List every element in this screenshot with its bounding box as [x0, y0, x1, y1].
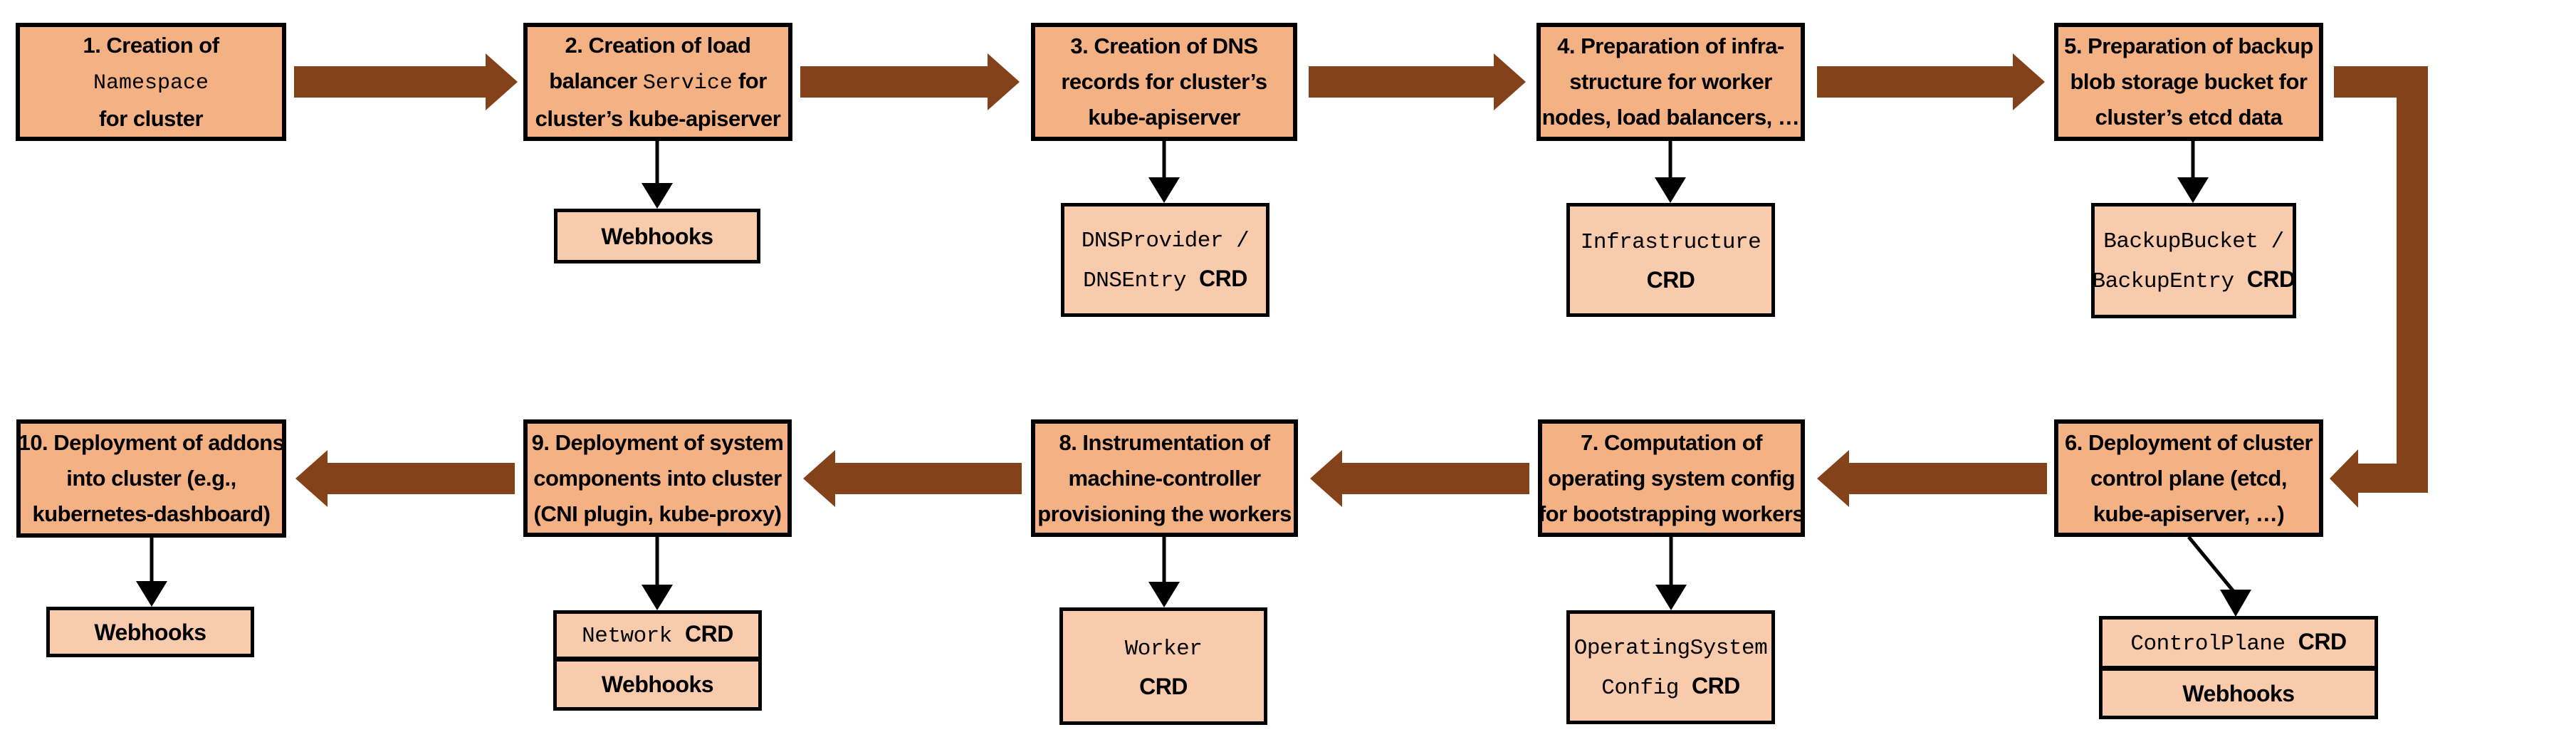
step-4-box: 4. Preparation of infra- structure for w…	[1536, 23, 1805, 141]
step-8-line-3: provisioning the workers	[1037, 501, 1292, 526]
flow-arrow-step8-to-step9	[803, 450, 1022, 507]
step-5-crd-box: BackupBucket / BackupEntry CRD	[2091, 203, 2296, 318]
connector-step7-to-crd	[1655, 536, 1687, 610]
step-3-line-1: 3. Creation of DNS	[1070, 33, 1258, 58]
step-9-line-1: 9. Deployment of system	[531, 429, 784, 455]
connector-step4-to-crd	[1655, 141, 1686, 203]
step-3-crd-box: DNSProvider / DNSEntry CRD	[1061, 203, 1269, 317]
crd-line-1: OperatingSystem	[1574, 636, 1768, 661]
step-4-crd-box: Infrastructure CRD	[1566, 203, 1775, 317]
crd-line-1: Infrastructure	[1580, 230, 1761, 255]
step-1-line-1: 1. Creation of	[83, 32, 219, 58]
step-6-line-3: kube-apiserver, …)	[2093, 501, 2285, 526]
step-1-line-3: for cluster	[98, 105, 204, 131]
crd-line-1: BackupBucket /	[2103, 229, 2284, 254]
step-10-line-2: into cluster (e.g.,	[66, 466, 236, 491]
flow-arrow-step2-to-step3	[800, 53, 1020, 110]
webhooks-label: Webhooks	[601, 223, 713, 249]
step-1-line-2: Namespace	[93, 70, 209, 95]
webhooks-label: Webhooks	[94, 619, 206, 645]
step-6-line-2: control plane (etcd,	[2090, 465, 2287, 491]
webhooks-label: Webhooks	[601, 672, 714, 697]
step-3-line-3: kube-apiserver	[1088, 105, 1240, 130]
step-2-line-3: cluster’s kube-apiserver	[535, 105, 781, 131]
step-3-box: 3. Creation of DNS records for cluster’s…	[1031, 23, 1297, 141]
flow-arrow-step3-to-step4	[1309, 53, 1526, 110]
step-9-webhooks-box: Webhooks	[553, 658, 762, 711]
step-9-crd-box: Network CRD	[553, 610, 762, 660]
step-10-webhooks-box: Webhooks	[46, 607, 254, 657]
crd-line-2: Config CRD	[1601, 673, 1740, 701]
crd-line-2: CRD	[1139, 673, 1188, 699]
crd-line-2: DNSEntry CRD	[1083, 266, 1247, 293]
crd-line-1: ControlPlane CRD	[2130, 628, 2347, 657]
step-5-line-3: cluster’s etcd data	[2095, 105, 2283, 130]
crd-line-1: Network CRD	[582, 621, 733, 649]
step-6-box: 6. Deployment of cluster control plane (…	[2054, 419, 2323, 537]
flow-arrow-step6-to-step7	[1817, 450, 2047, 507]
step-2-webhooks-box: Webhooks	[554, 209, 760, 263]
step-6-webhooks-box: Webhooks	[2099, 667, 2378, 719]
step-9-line-3: (CNI plugin, kube-proxy)	[533, 501, 782, 526]
connector-step8-to-crd	[1148, 536, 1180, 607]
step-5-line-1: 5. Preparation of backup	[2064, 33, 2313, 58]
step-8-line-1: 8. Instrumentation of	[1059, 429, 1270, 455]
connector-step10-to-webhooks	[136, 538, 167, 607]
step-2-box: 2. Creation of load balancer Service for…	[523, 23, 792, 141]
flow-arrow-step4-to-step5	[1817, 53, 2045, 110]
step-7-line-3: for bootstrapping workers	[1538, 501, 1805, 526]
step-10-line-1: 10. Deployment of addons	[18, 430, 285, 455]
step-3-line-2: records for cluster’s	[1061, 69, 1267, 94]
step-7-line-1: 7. Computation of	[1581, 429, 1762, 455]
step-6-line-1: 6. Deployment of cluster	[2064, 429, 2313, 455]
step-7-line-2: operating system config	[1548, 465, 1795, 491]
step-7-crd-box: OperatingSystem Config CRD	[1566, 610, 1775, 724]
step-7-box: 7. Computation of operating system confi…	[1538, 419, 1805, 537]
flow-arrow-step7-to-step8	[1310, 450, 1529, 507]
connector-step2-to-webhooks	[642, 141, 673, 209]
step-10-line-3: kubernetes-dashboard)	[32, 501, 271, 526]
step-2-line-1: 2. Creation of load	[565, 32, 751, 58]
step-9-line-2: components into cluster	[533, 465, 782, 491]
step-8-box: 8. Instrumentation of machine-controller…	[1031, 419, 1298, 537]
step-4-line-2: structure for worker	[1569, 69, 1772, 94]
crd-line-1: DNSProvider /	[1081, 229, 1250, 254]
step-8-line-2: machine-controller	[1068, 465, 1261, 491]
flow-arrow-step1-to-step2	[294, 53, 518, 110]
step-10-box: 10. Deployment of addons into cluster (e…	[16, 419, 286, 538]
step-4-line-3: nodes, load balancers, …	[1541, 105, 1800, 130]
crd-line-2: CRD	[1646, 267, 1695, 293]
step-5-line-2: blob storage bucket for	[2070, 69, 2308, 94]
connector-step6-to-crd	[2187, 537, 2251, 617]
step-1-box: 1. Creation of Namespace for cluster	[16, 23, 286, 141]
connector-step3-to-crd	[1148, 141, 1180, 203]
step-5-box: 5. Preparation of backup blob storage bu…	[2054, 23, 2323, 141]
connector-step9-to-crd	[642, 535, 673, 610]
crd-line-2: BackupEntry CRD	[2092, 266, 2295, 294]
connector-step5-to-crd	[2177, 141, 2209, 203]
step-4-line-1: 4. Preparation of infra-	[1557, 33, 1784, 58]
flow-arrow-step9-to-step10	[295, 450, 515, 507]
webhooks-label: Webhooks	[2182, 680, 2295, 706]
step-6-crd-box: ControlPlane CRD	[2099, 616, 2378, 669]
step-2-line-2: balancer Service for	[549, 68, 767, 95]
flow-arrow-step5-to-step6-elbow	[2330, 66, 2428, 508]
crd-line-1: Worker	[1124, 636, 1203, 662]
step-9-box: 9. Deployment of system components into …	[523, 419, 792, 537]
step-8-crd-box: Worker CRD	[1059, 607, 1267, 725]
